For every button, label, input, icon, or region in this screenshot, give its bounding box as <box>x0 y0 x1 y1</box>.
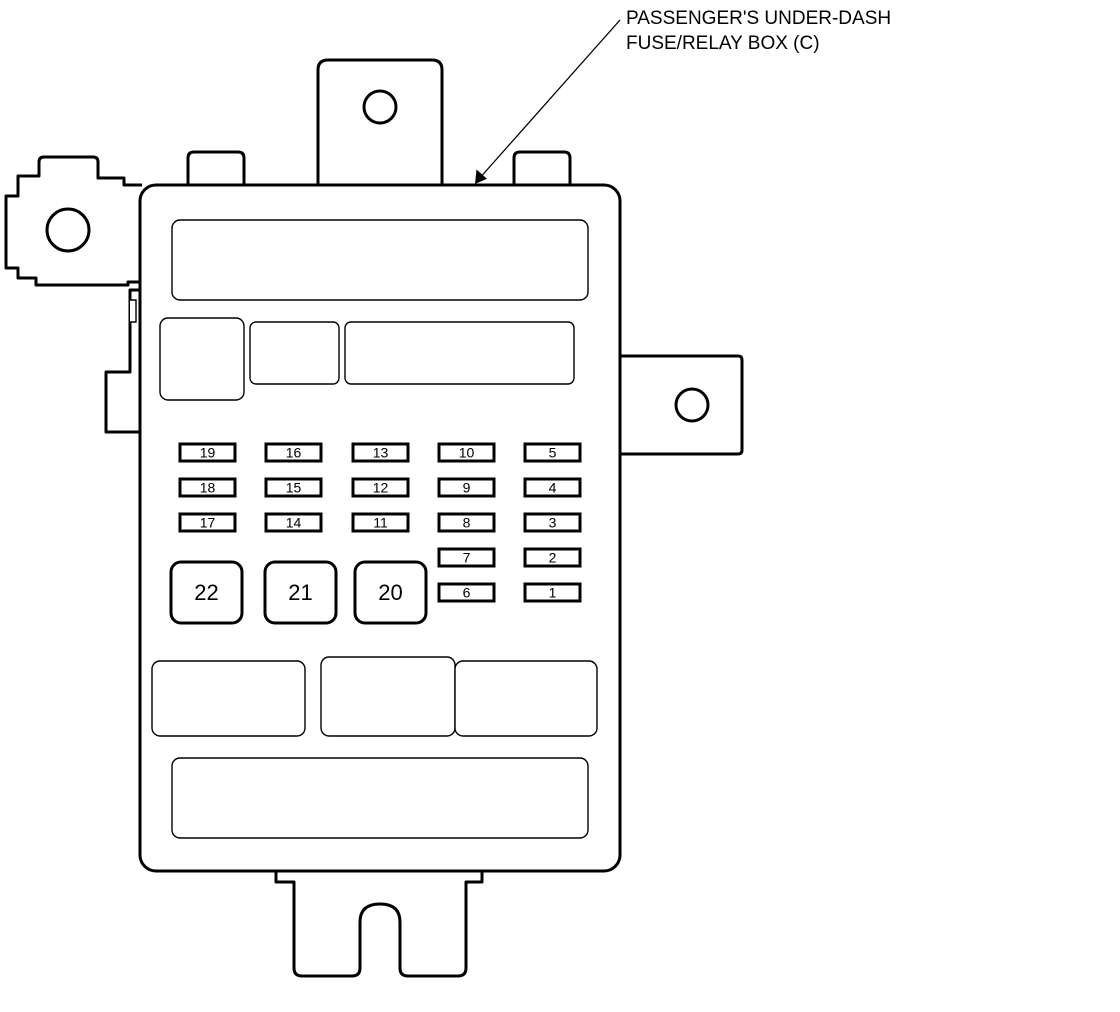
fuse-17: 17 <box>178 512 237 533</box>
fuse-slot <box>264 512 323 533</box>
fuse-number-label: 6 <box>463 585 471 601</box>
fuse-slot <box>523 442 582 463</box>
top-left-clip <box>186 150 246 188</box>
fuse-slot <box>178 442 237 463</box>
fuse-number-label: 3 <box>549 515 557 531</box>
fuse-number-label: 4 <box>549 480 557 496</box>
fuse-slot <box>437 582 496 603</box>
fuse-number-label: 2 <box>549 550 557 566</box>
fuse-slot <box>437 512 496 533</box>
fuse-number-label: 18 <box>200 480 216 496</box>
left-side-latch <box>104 288 140 434</box>
left-latch-slot <box>130 299 137 323</box>
fuse-number-label: 10 <box>459 445 475 461</box>
relay-21: 21 <box>263 560 338 625</box>
fuse-slot <box>351 512 410 533</box>
fuse-slot <box>523 477 582 498</box>
right-tab-bolt-hole <box>674 387 710 423</box>
fuse-slot <box>523 582 582 603</box>
fuse-8: 8 <box>437 512 496 533</box>
fuse-slot <box>351 442 410 463</box>
fuse-7: 7 <box>437 547 496 568</box>
fuse-number-label: 11 <box>373 515 388 531</box>
relay-socket <box>169 560 244 625</box>
fuse-slot <box>264 442 323 463</box>
relay-number-label: 22 <box>194 580 218 605</box>
fuse-number-label: 8 <box>463 515 471 531</box>
left-bracket-bolt-hole <box>45 207 91 253</box>
fuse-number-label: 1 <box>549 585 557 601</box>
fuse-9: 9 <box>437 477 496 498</box>
fuse-16: 16 <box>264 442 323 463</box>
upper-middle-block <box>249 321 340 385</box>
fuse-number-label: 9 <box>463 480 471 496</box>
fuse-1: 1 <box>523 582 582 603</box>
callout-line-1: PASSENGER'S UNDER-DASH <box>626 8 891 29</box>
fuse-slot <box>437 547 496 568</box>
relay-22: 22 <box>169 560 244 625</box>
lower-right-block <box>454 660 598 737</box>
fuse-slot <box>351 477 410 498</box>
fuse-number-label: 14 <box>286 515 302 531</box>
bottom-connector-block <box>171 757 589 839</box>
fuse-10: 10 <box>437 442 496 463</box>
relay-20: 20 <box>353 560 428 625</box>
fuse-number-label: 13 <box>373 445 389 461</box>
fuse-slot <box>523 547 582 568</box>
fuse-4: 4 <box>523 477 582 498</box>
fuse-5: 5 <box>523 442 582 463</box>
fuse-slot <box>264 477 323 498</box>
callout-line-2: FUSE/RELAY BOX (C) <box>626 33 820 54</box>
relay-socket <box>353 560 428 625</box>
fuse-slot <box>178 477 237 498</box>
relay-number-label: 21 <box>288 580 312 605</box>
lower-middle-block <box>320 656 456 737</box>
fuse-number-label: 15 <box>286 480 302 496</box>
fuse-13: 13 <box>351 442 410 463</box>
top-right-clip <box>512 150 572 188</box>
fuse-2: 2 <box>523 547 582 568</box>
fuse-slot <box>178 512 237 533</box>
fuse-slot <box>523 512 582 533</box>
fuse-number-label: 16 <box>286 445 302 461</box>
fuse-15: 15 <box>264 477 323 498</box>
fuse-number-label: 17 <box>200 515 216 531</box>
fuse-number-label: 7 <box>463 550 471 566</box>
top-tab-bolt-hole <box>362 89 398 125</box>
fuse-11: 11 <box>351 512 410 533</box>
relay-socket <box>263 560 338 625</box>
bottom-connector-tab <box>274 864 484 978</box>
fuse-3: 3 <box>523 512 582 533</box>
fuse-slot <box>437 442 496 463</box>
fuse-number-label: 19 <box>200 445 216 461</box>
callout-leader-line <box>477 19 621 181</box>
fuse-14: 14 <box>264 512 323 533</box>
callout-arrowhead <box>475 169 487 184</box>
fuse-19: 19 <box>178 442 237 463</box>
upper-left-block <box>159 317 245 401</box>
fuse-6: 6 <box>437 582 496 603</box>
relay-array: 20 21 22 <box>169 560 428 625</box>
fuse-slot <box>437 477 496 498</box>
lower-left-block <box>151 660 306 737</box>
relay-number-label: 20 <box>378 580 402 605</box>
fuse-number-label: 5 <box>549 445 557 461</box>
fuse-12: 12 <box>351 477 410 498</box>
upper-right-block <box>344 321 575 385</box>
top-connector-block <box>171 219 589 301</box>
fuse-number-label: 12 <box>373 480 389 496</box>
fuse-18: 18 <box>178 477 237 498</box>
